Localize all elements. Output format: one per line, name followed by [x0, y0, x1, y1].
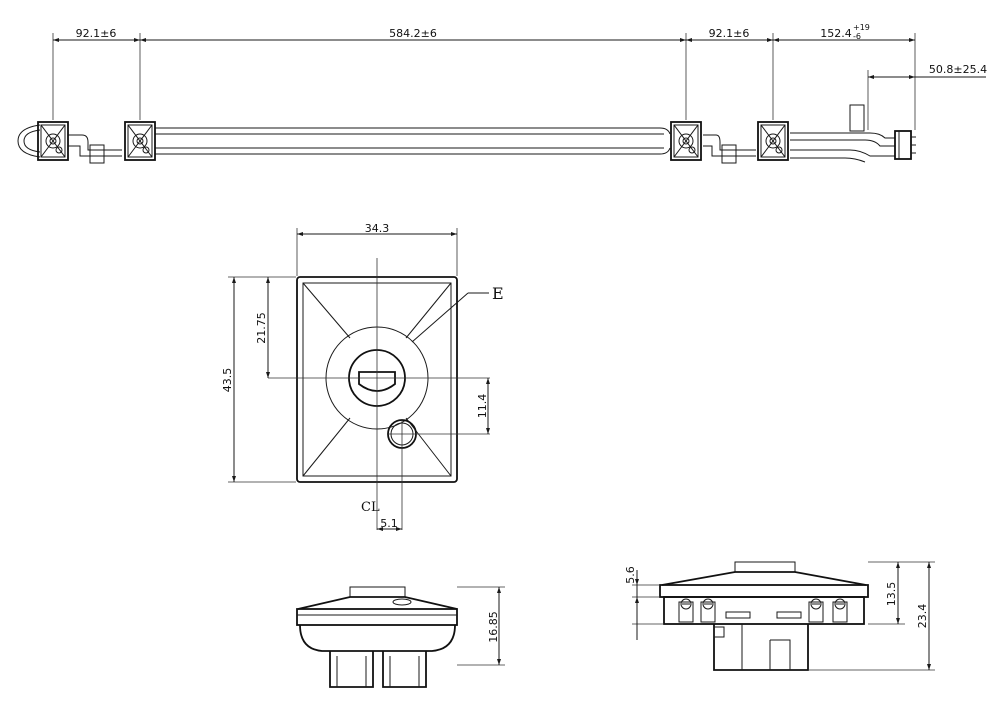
module-side-view-left: 16.85	[296, 586, 505, 688]
dim-seg3: 92.1±6	[709, 27, 750, 40]
dim-top-gap: 5.6	[624, 566, 637, 584]
cable-clip	[721, 144, 737, 164]
dim-body: 13.5	[885, 582, 898, 607]
dim-seg2: 584.2±6	[389, 27, 437, 40]
dim-seg4: 152.4	[820, 27, 852, 40]
led-module	[757, 121, 789, 161]
dim-offset-v: 11.4	[476, 394, 489, 419]
label-e: E	[492, 284, 504, 303]
module-front-view: 34.3 43.5 21.75 11.4 5.1 E CL	[221, 222, 504, 531]
dim-total: 23.4	[916, 604, 929, 629]
led-module	[37, 121, 69, 161]
dim-seg1: 92.1±6	[76, 27, 117, 40]
led-module	[124, 121, 156, 161]
dim-half-height: 21.75	[255, 312, 268, 344]
cable-clip	[89, 144, 105, 164]
dim-seg4-minus: -6	[853, 32, 861, 41]
lead-tag	[849, 104, 865, 132]
cable-rails	[17, 124, 895, 163]
centerline-symbol: CL	[361, 500, 380, 515]
screw-head	[678, 598, 694, 623]
dim-seg4-plus: +19	[853, 23, 870, 32]
screw-head	[808, 598, 824, 623]
led-chip	[358, 371, 396, 392]
dim-height: 43.5	[221, 368, 234, 393]
strip-assembly-view: 92.1±6 584.2±6 92.1±6 152.4 +19 -6 50.8±…	[17, 23, 987, 164]
dim-offset-h: 5.1	[380, 517, 398, 530]
connector-plug	[894, 130, 916, 160]
dim-line-top	[53, 38, 986, 79]
screw-head	[832, 598, 848, 623]
centerline-label: CL	[361, 500, 380, 515]
dim-width: 34.3	[365, 222, 390, 235]
dim-side-height: 16.85	[487, 611, 500, 643]
screw-head	[700, 598, 716, 623]
led-module	[670, 121, 702, 161]
dim-lead: 50.8±25.4	[929, 63, 987, 76]
module-side-view-right: 5.6 13.5 23.4	[624, 561, 935, 671]
